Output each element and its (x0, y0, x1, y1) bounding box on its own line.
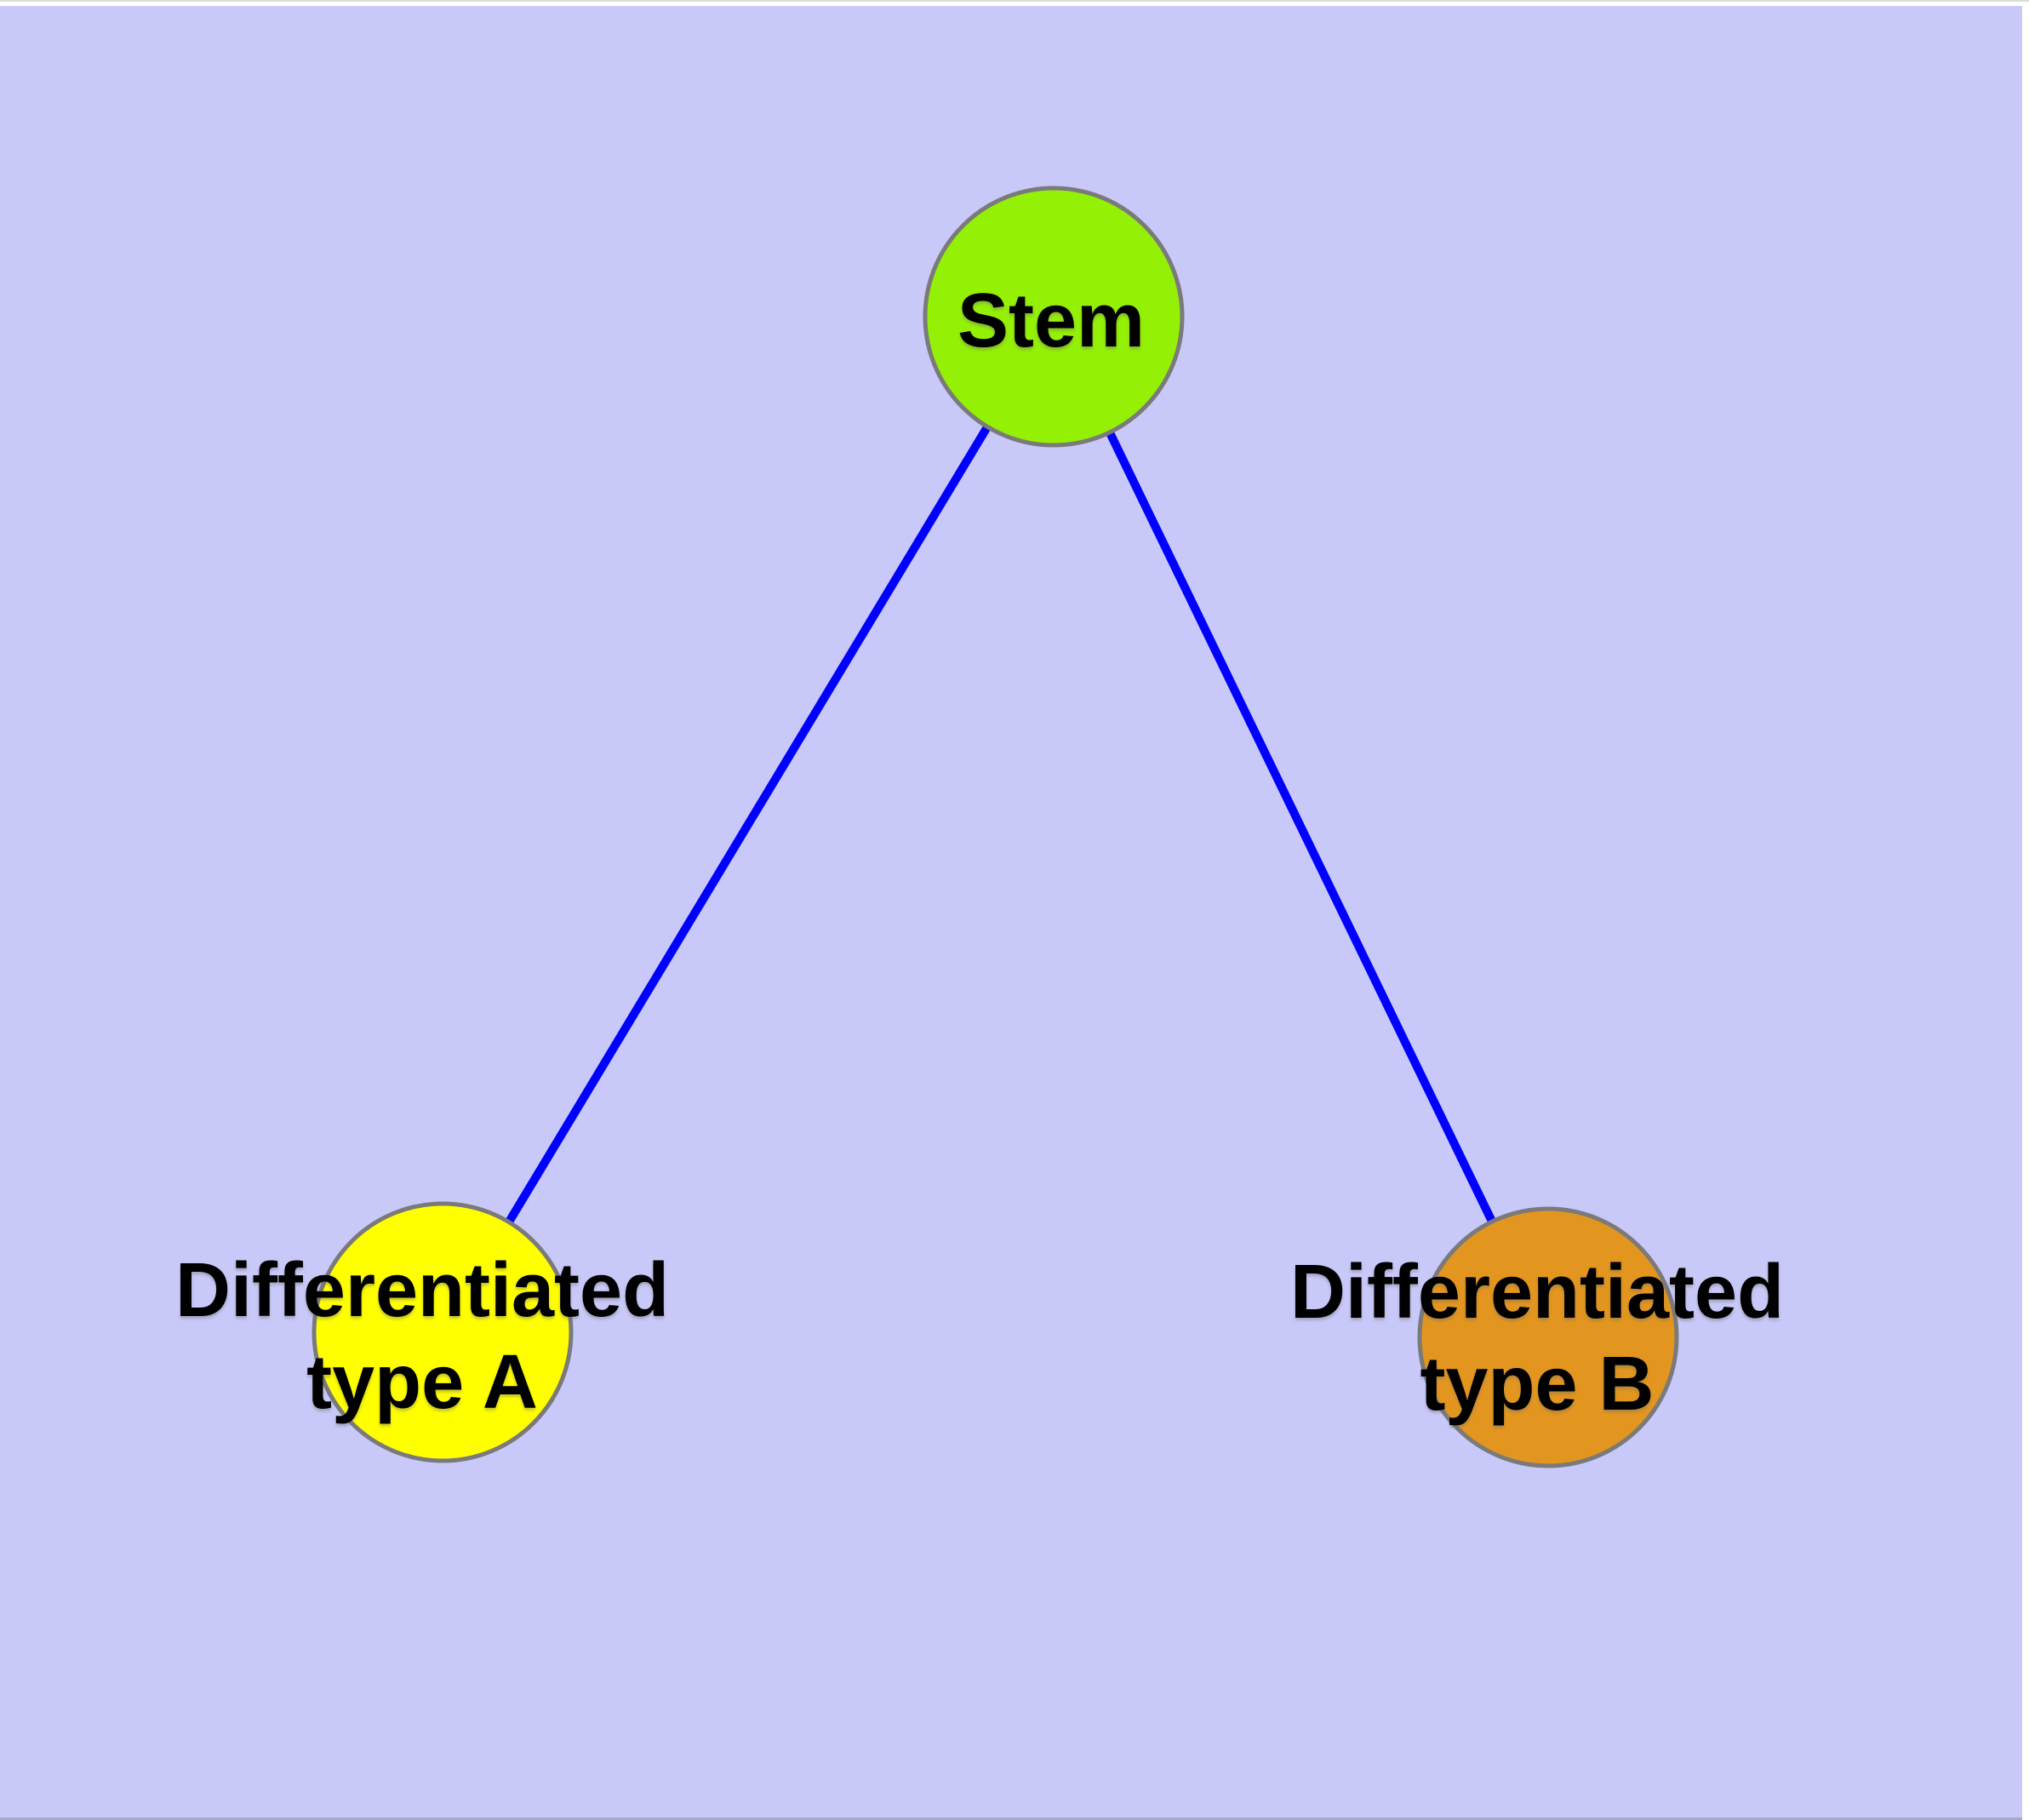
edge-stem-to-type-b[interactable] (1049, 314, 1552, 1340)
type-a-label-line-2: type A (306, 1340, 538, 1425)
type-a-label-line-1: Differentiated (174, 1248, 670, 1333)
chrome-right-margin (2022, 2, 2029, 1820)
type-b-label-line-2: type B (1420, 1342, 1655, 1427)
node-differentiated-type-b-label: Differentiated type B (1290, 1246, 1784, 1430)
edge-stem-to-type-a[interactable] (438, 314, 1058, 1335)
chrome-top-margin (0, 2, 2029, 6)
node-differentiated-type-b-circle[interactable] (1417, 1206, 1679, 1468)
node-stem-circle[interactable] (923, 186, 1185, 448)
type-b-label-line-1: Differentiated (1289, 1250, 1785, 1335)
node-differentiated-type-a-circle[interactable] (311, 1201, 574, 1463)
node-stem-label: Stem (957, 278, 1146, 363)
chrome-top-line (0, 0, 2029, 2)
node-differentiated-type-a-label: Differentiated type A (175, 1245, 669, 1428)
chrome-bottom-line (0, 1817, 2022, 1820)
